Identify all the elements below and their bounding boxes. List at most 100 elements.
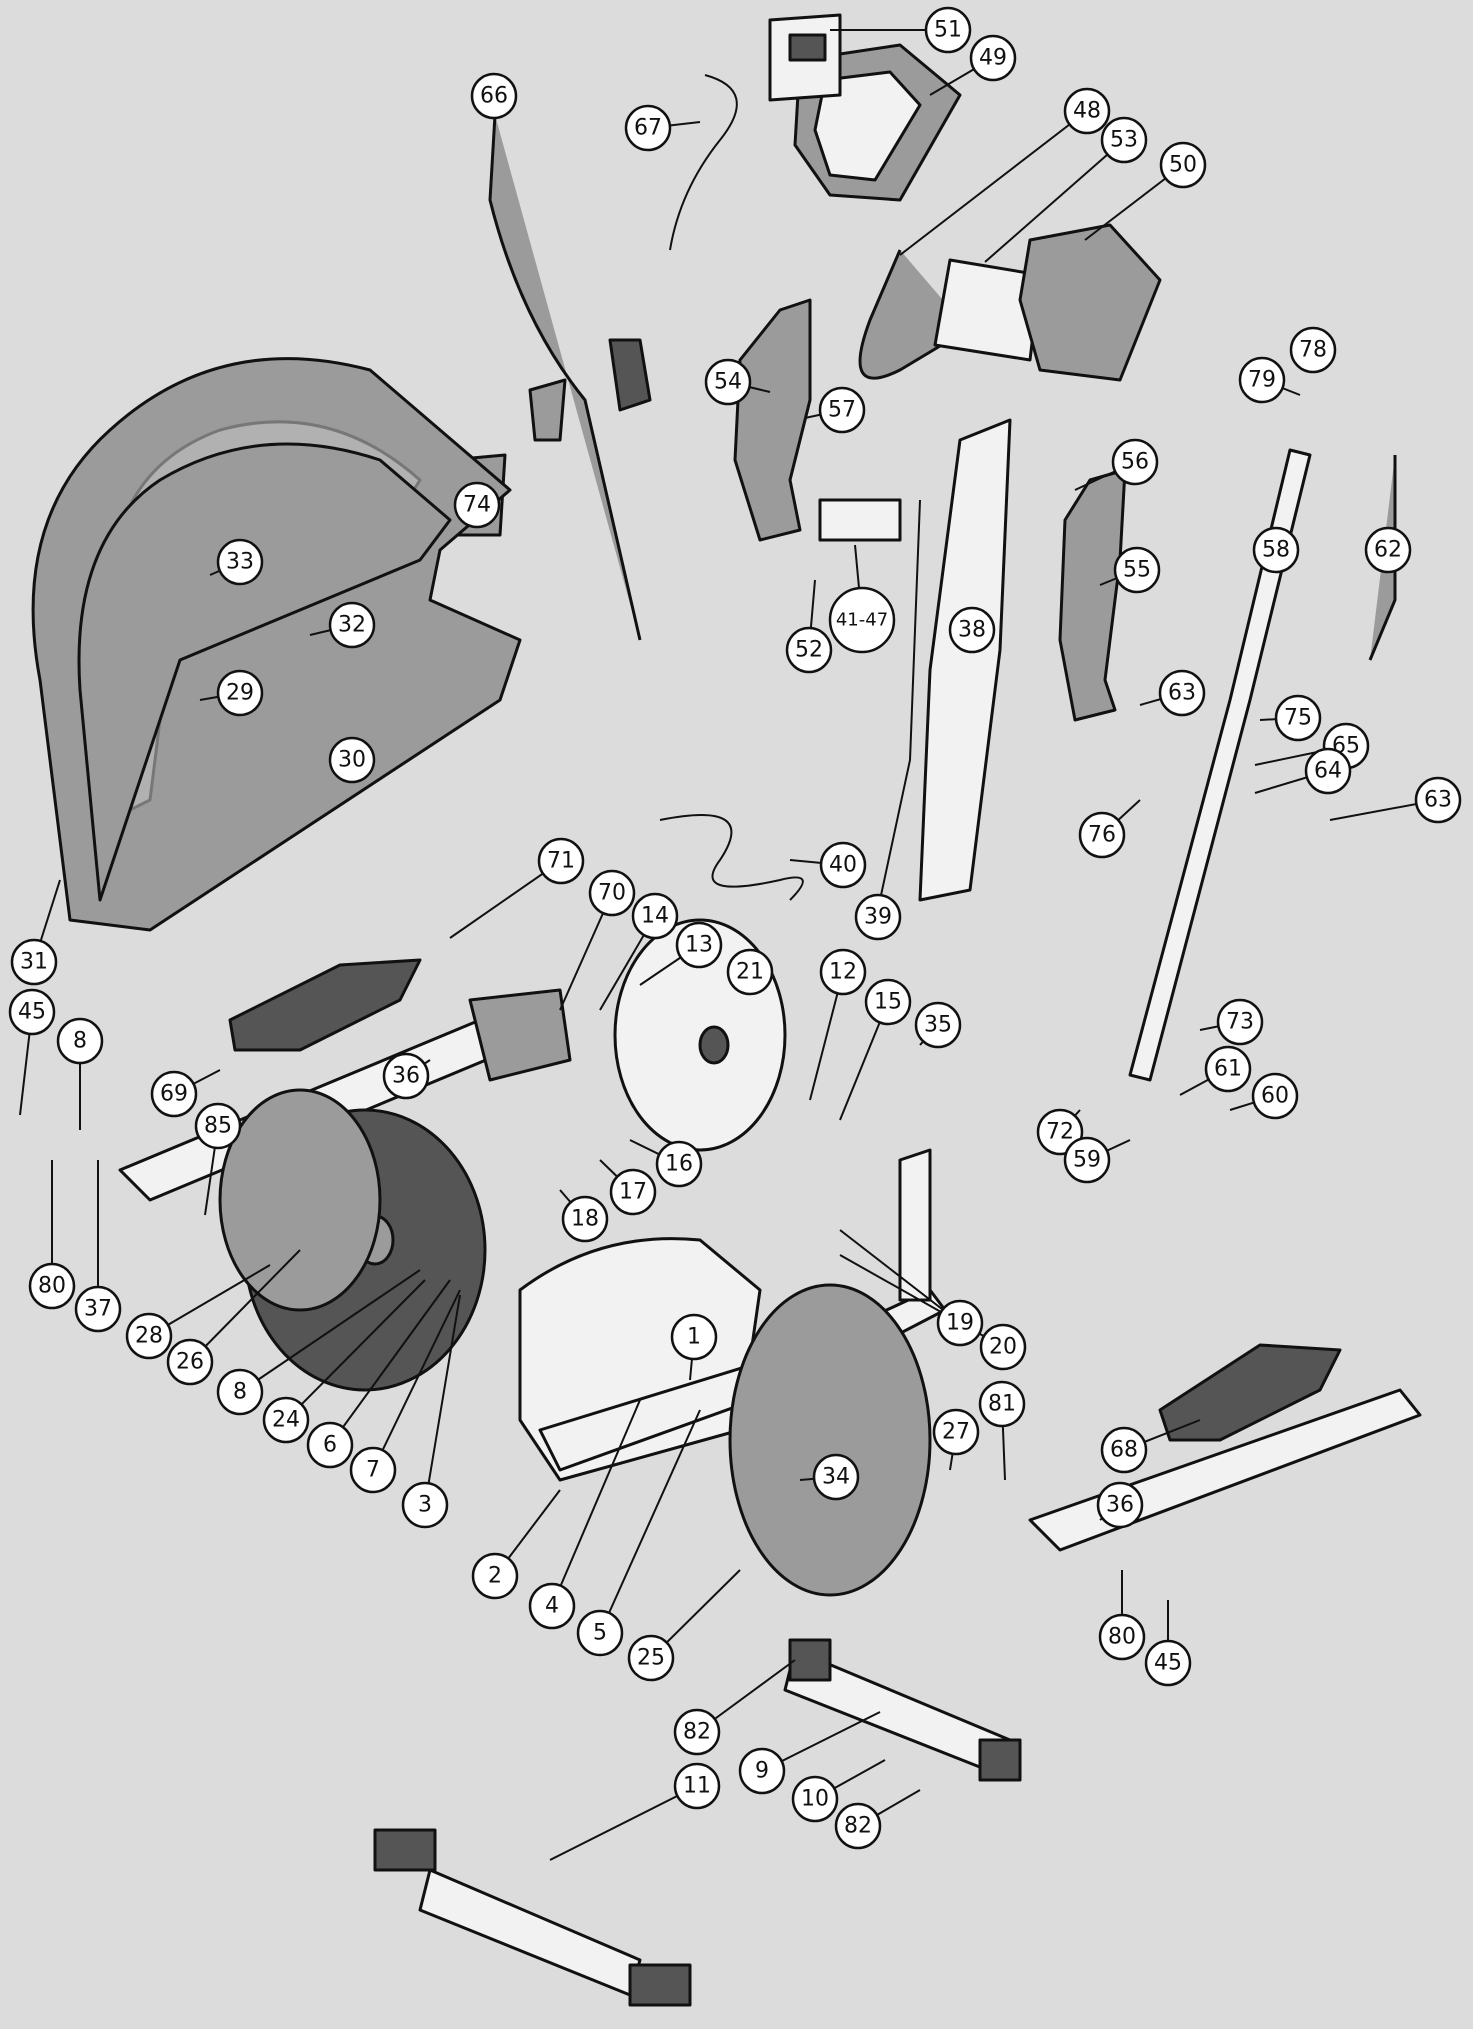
- callout-label: 55: [1123, 558, 1151, 583]
- callout-circle: [537, 837, 585, 885]
- callout-circle: [262, 1396, 310, 1444]
- center-post-part: [918, 418, 1012, 902]
- callout-circle: [738, 1747, 786, 1795]
- callout-label: 74: [463, 493, 491, 518]
- callout-36: 36: [1096, 1481, 1144, 1529]
- callout-56: 56: [1111, 438, 1159, 486]
- callout-leader-5: [599, 1409, 701, 1634]
- callout-circle: [1158, 669, 1206, 717]
- callout-68: 68: [1100, 1426, 1148, 1474]
- callout-circle: [470, 72, 518, 120]
- callout-label: 3: [418, 1493, 432, 1518]
- callout-label: 19: [946, 1311, 974, 1336]
- callout-21: 21: [726, 948, 774, 996]
- callout-leader-6: [329, 1279, 451, 1446]
- callout-14: 14: [631, 892, 679, 940]
- callout-circle: [675, 921, 723, 969]
- upper-arm-right-part: [1128, 448, 1312, 1082]
- callout-label: 85: [204, 1114, 232, 1139]
- callout-6: 6: [306, 1421, 354, 1469]
- callout-circle: [588, 869, 636, 917]
- callout-38: 38: [948, 606, 996, 654]
- callout-78: 78: [1289, 326, 1337, 374]
- callout-label: 82: [844, 1814, 872, 1839]
- callout-61: 61: [1204, 1045, 1252, 1093]
- callout-circle: [978, 1380, 1026, 1428]
- callout-leader-8: [239, 1269, 421, 1393]
- callout-25: 25: [627, 1634, 675, 1682]
- callout-26: 26: [166, 1338, 214, 1386]
- callout-4: 4: [528, 1582, 576, 1630]
- callout-label: 78: [1299, 338, 1327, 363]
- crank-assembly-part: [818, 498, 902, 542]
- callout-label: 66: [480, 84, 508, 109]
- callout-label: 7: [366, 1458, 380, 1483]
- callout-circle: [828, 586, 896, 654]
- callout-label: 13: [685, 933, 713, 958]
- callout-10: 10: [791, 1775, 839, 1823]
- callout-40: 40: [819, 841, 867, 889]
- callout-circle: [216, 538, 264, 586]
- callout-label: 63: [1168, 681, 1196, 706]
- callout-label: 50: [1169, 153, 1197, 178]
- callout-circle: [864, 978, 912, 1026]
- callout-59: 59: [1063, 1136, 1111, 1184]
- callout-label: 79: [1248, 368, 1276, 393]
- callout-circle: [1304, 747, 1352, 795]
- callout-circle: [576, 1609, 624, 1657]
- callout-11: 11: [673, 1762, 721, 1810]
- callout-circle: [28, 1262, 76, 1310]
- callout-85: 85: [194, 1102, 242, 1150]
- callout-label: 71: [547, 849, 575, 874]
- callout-8: 8: [56, 1017, 104, 1065]
- callout-label: 18: [571, 1207, 599, 1232]
- callout-20: 20: [979, 1323, 1027, 1371]
- callout-66: 66: [470, 72, 518, 120]
- rear-stabilizer-part: [418, 1868, 642, 1997]
- callout-75: 75: [1274, 694, 1322, 742]
- callout-circle: [56, 1017, 104, 1065]
- callout-72: 72: [1036, 1108, 1084, 1156]
- callout-circle: [166, 1338, 214, 1386]
- callout-30: 30: [328, 736, 376, 784]
- callout-80: 80: [28, 1262, 76, 1310]
- callout-circle: [349, 1446, 397, 1494]
- callout-label: 28: [135, 1324, 163, 1349]
- callout-circle: [1274, 694, 1322, 742]
- callout-leader-3: [424, 1294, 461, 1506]
- callout-circle: [328, 601, 376, 649]
- disc-cover-right-part: [728, 1283, 932, 1597]
- callout-73: 73: [1216, 998, 1264, 1046]
- callout-circle: [74, 1285, 122, 1333]
- callout-label: 60: [1261, 1084, 1289, 1109]
- callout-50: 50: [1159, 141, 1207, 189]
- callout-label: 8: [233, 1380, 247, 1405]
- callout-label: 49: [979, 46, 1007, 71]
- callout-80: 80: [1098, 1613, 1146, 1661]
- callout-27: 27: [932, 1408, 980, 1456]
- callout-circle: [979, 1323, 1027, 1371]
- callout-circle: [528, 1582, 576, 1630]
- callout-label: 8: [73, 1029, 87, 1054]
- callout-58: 58: [1252, 526, 1300, 574]
- callout-circle: [150, 1070, 198, 1118]
- callout-63: 63: [1414, 776, 1462, 824]
- right-panel-part: [1058, 468, 1127, 722]
- callout-17: 17: [609, 1168, 657, 1216]
- callout-circle: [1159, 141, 1207, 189]
- callout-35: 35: [914, 1001, 962, 1049]
- callout-16: 16: [655, 1140, 703, 1188]
- callout-circle: [785, 626, 833, 674]
- callout-label: 67: [634, 116, 662, 141]
- callout-label: 59: [1073, 1148, 1101, 1173]
- callout-circle: [1078, 811, 1126, 859]
- callout-8: 8: [216, 1368, 264, 1416]
- callout-circle: [791, 1775, 839, 1823]
- callout-55: 55: [1113, 546, 1161, 594]
- callout-circle: [914, 1001, 962, 1049]
- callout-label: 64: [1314, 759, 1342, 784]
- callout-28: 28: [125, 1312, 173, 1360]
- callout-circle: [10, 938, 58, 986]
